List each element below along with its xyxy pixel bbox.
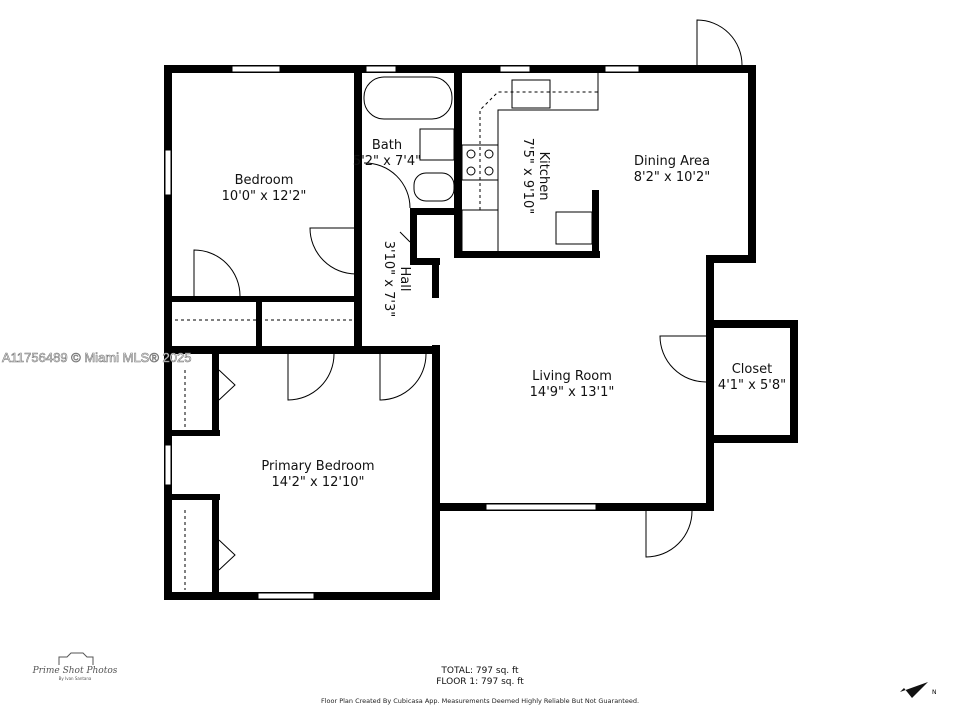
doors: [193, 19, 743, 571]
svg-text:N: N: [932, 689, 937, 696]
windows: [164, 65, 640, 600]
camera-icon: [58, 652, 94, 665]
fixtures: [175, 73, 599, 590]
north-arrow-icon: N: [900, 682, 937, 698]
logo: Prime Shot Photos By Ivan Santana: [30, 652, 120, 681]
disclaimer: Floor Plan Created By Cubicasa App. Meas…: [320, 697, 640, 705]
watermark: A11756489 © Miami MLS® 2025: [2, 350, 192, 366]
